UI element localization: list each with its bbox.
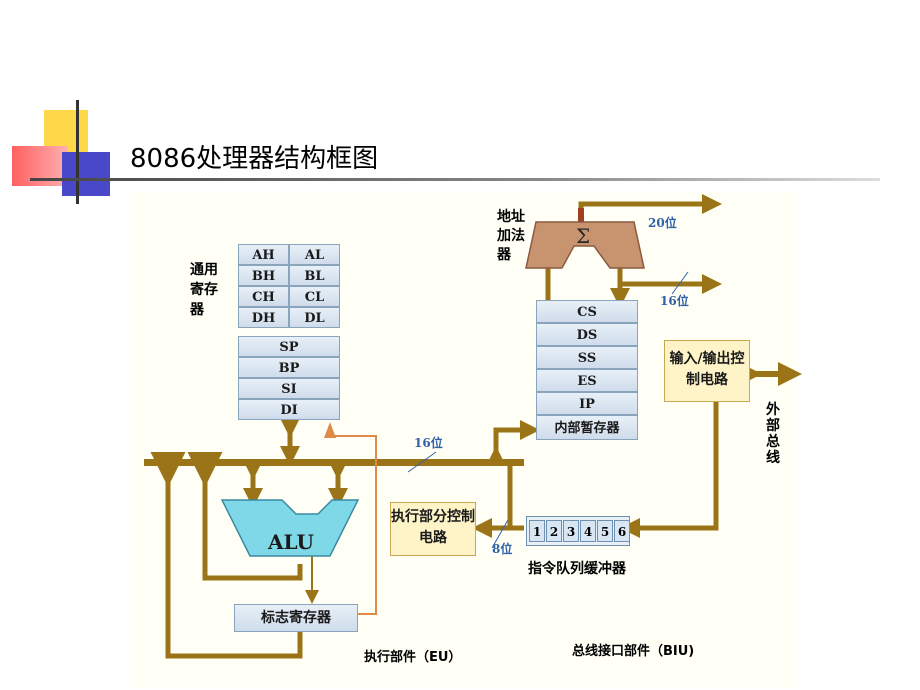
width-20bit-label: 20位 [648,216,677,230]
external-bus-label: 外部总线 [766,402,780,466]
reg-al: AL [289,244,340,265]
reg-bh: BH [238,265,289,286]
gp-register-label: 通用寄存器 [190,262,218,318]
reg-si: SI [238,378,340,399]
biu-name: 总线接口部件（BIU) [572,644,695,659]
gp-register-block: AH AL BH BL CH CL DH DL SP BP SI DI [238,244,340,426]
alu-label: ALU [268,530,314,554]
internal-temp-register: 内部暂存器 [536,415,638,440]
reg-ss: SS [536,346,638,369]
adder-sigma: Σ [576,224,591,248]
io-control-circuit: 输入/输出控制电路 [664,340,750,402]
queue-slot-5: 5 [597,520,613,542]
reg-dl: DL [289,307,340,328]
segment-register-block: CS DS SS ES IP 内部暂存器 [536,300,638,440]
page-title: 8086处理器结构框图 [130,144,379,174]
reg-bl: BL [289,265,340,286]
reg-ip: IP [536,392,638,415]
reg-dh: DH [238,307,289,328]
alu-shape [220,499,360,557]
reg-ah: AH [238,244,289,265]
eu-name: 执行部件（EU） [364,650,462,665]
instruction-queue: 1 2 3 4 5 6 [526,516,630,546]
address-adder-label: 地址加法器 [497,209,525,263]
queue-label: 指令队列缓冲器 [528,561,626,577]
width-8bit-label: 8位 [492,542,513,556]
width-16bit-internal-label: 16位 [414,436,443,450]
internal-bus [144,459,524,466]
reg-es: ES [536,369,638,392]
reg-bp: BP [238,357,340,378]
eu-control-circuit: 执行部分控制电路 [390,502,476,556]
logo-blue-square [62,152,110,196]
reg-di: DI [238,399,340,420]
queue-slot-2: 2 [546,520,562,542]
queue-slot-1: 1 [529,520,545,542]
reg-ds: DS [536,323,638,346]
queue-slot-4: 4 [580,520,596,542]
reg-ch: CH [238,286,289,307]
flags-register: 标志寄存器 [234,604,358,632]
reg-cs: CS [536,300,638,323]
queue-slot-3: 3 [563,520,579,542]
reg-sp: SP [238,336,340,357]
width-16bit-io-label: 16位 [660,294,689,308]
reg-cl: CL [289,286,340,307]
queue-slot-6: 6 [614,520,630,542]
address-adder-shape [525,221,645,269]
logo-vertical-line [76,100,79,204]
title-underline [30,178,880,181]
